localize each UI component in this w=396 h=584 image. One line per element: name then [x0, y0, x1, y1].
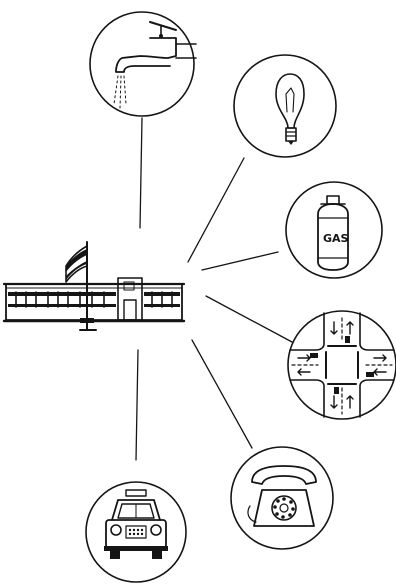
- connector-to-taxi: [136, 350, 138, 460]
- gas-cylinder-label: GAS: [323, 232, 349, 245]
- road-junction-icon: [288, 311, 396, 419]
- connector-to-phone: [192, 340, 252, 448]
- connectors: [136, 118, 292, 460]
- building-with-flag-icon: [4, 242, 184, 330]
- telephone-icon: [231, 447, 333, 549]
- taxi-car-icon: [86, 482, 186, 582]
- connector-to-tap: [140, 118, 142, 228]
- connector-to-bulb: [188, 158, 244, 262]
- connector-to-gas: [202, 252, 278, 270]
- gas-cylinder-icon: GAS: [286, 182, 382, 278]
- connector-to-junction: [206, 296, 292, 342]
- water-tap-icon: [90, 12, 196, 116]
- light-bulb-icon: [234, 55, 336, 157]
